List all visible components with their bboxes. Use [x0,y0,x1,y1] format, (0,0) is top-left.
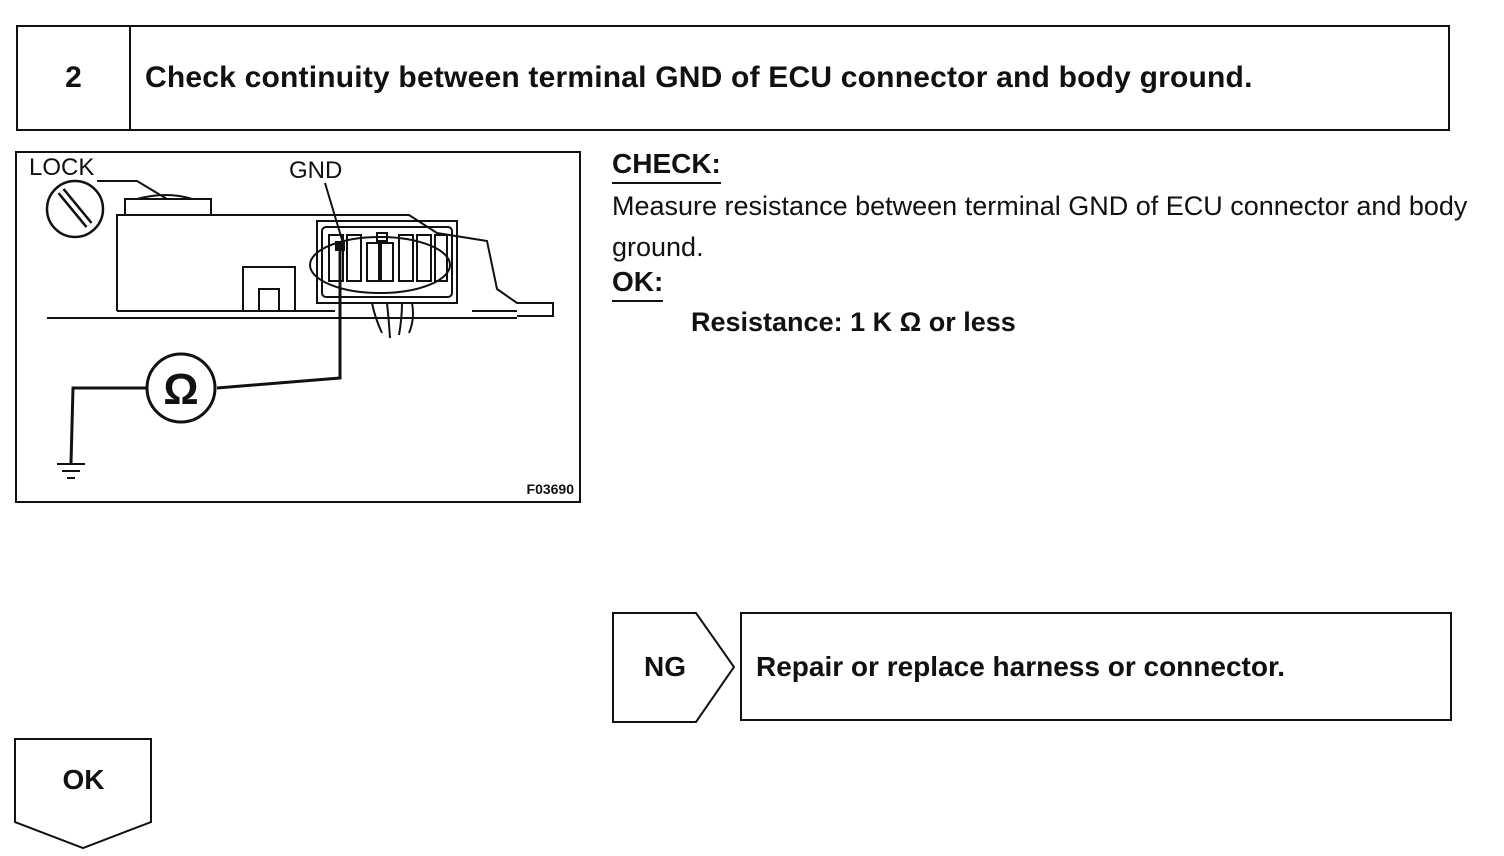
step-title: Check continuity between terminal GND of… [145,61,1253,94]
step-header: 2 Check continuity between terminal GND … [16,25,1450,131]
wiring-figure: Ω LOCK GND F03690 [15,151,581,503]
ohmmeter-symbol: Ω [163,365,198,414]
check-instruction: Measure resistance between terminal GND … [612,191,1468,262]
gnd-leader [324,182,344,244]
ng-label: NG [644,651,686,682]
ecu-tab [124,198,212,216]
figure-code: F03690 [527,481,575,497]
connector-ring [309,236,451,294]
connector-pins [328,232,448,282]
lock-label: LOCK [29,154,94,181]
resistance-spec: Resistance: 1 K Ω or less [691,307,1016,337]
check-heading: CHECK: [612,148,721,184]
ng-arrow-shape [612,612,736,723]
ecu-connector-diagram: Ω LOCK GND F03690 [29,154,575,497]
wire-harness [371,302,414,339]
ng-action-box: Repair or replace harness or connector. [740,612,1452,721]
gnd-label: GND [289,157,342,184]
step-number: 2 [18,27,131,129]
ok-heading: OK: [612,266,664,302]
ng-action-text: Repair or replace harness or connector. [756,650,1286,682]
ecu-body-outline [116,214,554,317]
ohmmeter-circle [145,352,217,424]
probe-wire-to-ground [69,386,147,464]
ok-branch-label: OK [62,764,105,795]
lock-latch [136,194,193,200]
lock-leader [97,180,168,200]
ok-arrow-shape [14,738,152,850]
lock-icon [45,179,105,239]
probe-wire-to-gnd [216,243,342,390]
